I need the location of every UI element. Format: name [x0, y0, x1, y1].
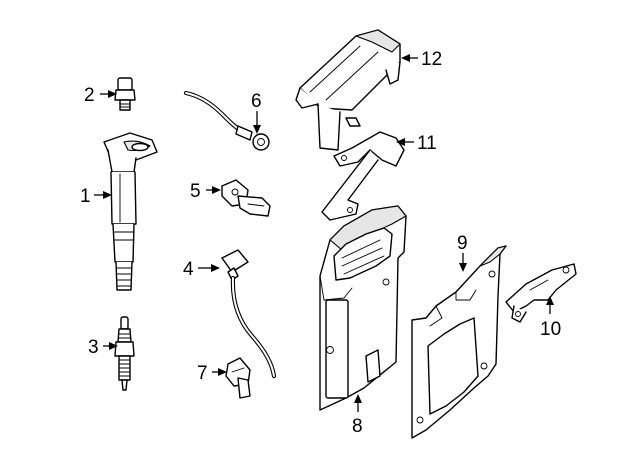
callout-6: 6	[251, 91, 262, 112]
part-8-ecm	[319, 205, 407, 411]
part-2-connector	[114, 77, 136, 111]
callout-12: 12	[421, 49, 442, 70]
callout-3: 3	[88, 337, 99, 358]
callout-11: 11	[417, 133, 437, 154]
callout-1: 1	[80, 186, 91, 207]
part-4-oxygen-sensor	[221, 249, 277, 379]
part-3-spark-plug	[114, 316, 135, 391]
part-12-cover	[295, 29, 401, 151]
callout-2: 2	[84, 85, 95, 106]
part-9-plate	[411, 245, 507, 439]
callout-8: 8	[352, 416, 363, 437]
callout-10: 10	[540, 319, 561, 340]
callout-4: 4	[183, 259, 194, 280]
part-7-sensor	[225, 357, 251, 399]
part-11-bracket	[321, 131, 405, 221]
callout-9: 9	[457, 233, 468, 254]
part-6-knock-sensor	[183, 90, 270, 151]
callout-7: 7	[197, 363, 208, 384]
callout-5: 5	[190, 181, 201, 202]
part-10-bracket	[505, 263, 577, 323]
leader-lines	[94, 54, 554, 412]
part-5-sensor	[221, 179, 271, 217]
callout-labels: 1 2 3 4 5 6 7 8 9 10 11 12	[80, 49, 561, 437]
part-1-ignition-coil	[103, 132, 158, 291]
